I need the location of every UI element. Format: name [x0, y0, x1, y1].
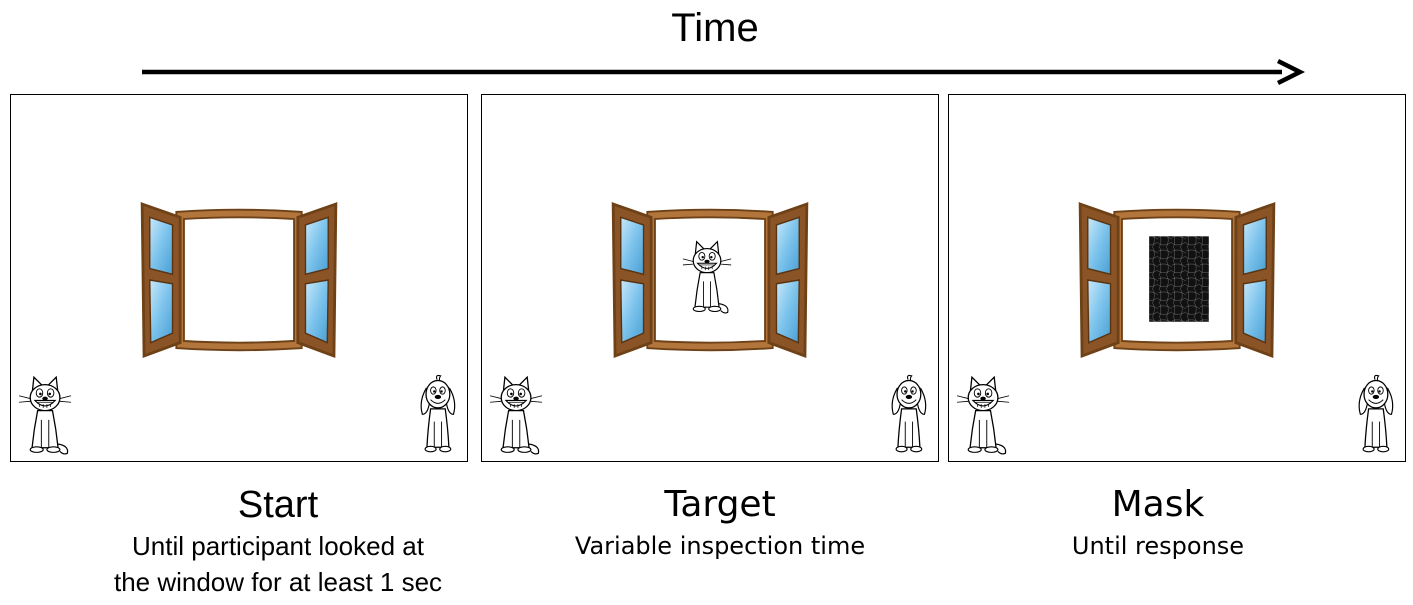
dog-icon [891, 374, 927, 453]
time-arrow [142, 58, 1305, 86]
caption-heading: Target [664, 484, 776, 525]
cat-icon [18, 376, 72, 455]
caption-start: Start Until participant looked at the wi… [48, 482, 508, 600]
caption-line: Variable inspection time [574, 532, 866, 560]
cat-icon [489, 376, 543, 455]
caption-heading: Start [237, 484, 319, 526]
target-scene [489, 95, 927, 455]
panel-target [481, 94, 939, 462]
start-scene [18, 95, 456, 455]
caption-line: Until response [1071, 532, 1245, 560]
panel-start [10, 94, 468, 462]
open-window-icon [142, 204, 336, 356]
target-cat-icon [682, 240, 732, 314]
caption-target: Target Variable inspection time [490, 482, 950, 564]
time-axis-label: Time [671, 6, 759, 50]
caption-heading: Mask [1111, 484, 1205, 525]
mask-scene [956, 95, 1394, 455]
dog-icon [420, 374, 456, 453]
noise-mask [1149, 236, 1209, 322]
caption-line: the window for at least 1 sec [113, 567, 443, 597]
caption-line: Until participant looked at [132, 531, 424, 561]
caption-mask: Mask Until response [928, 482, 1388, 564]
cat-icon [956, 376, 1010, 455]
dog-icon [1358, 374, 1394, 453]
panel-mask [948, 94, 1406, 462]
